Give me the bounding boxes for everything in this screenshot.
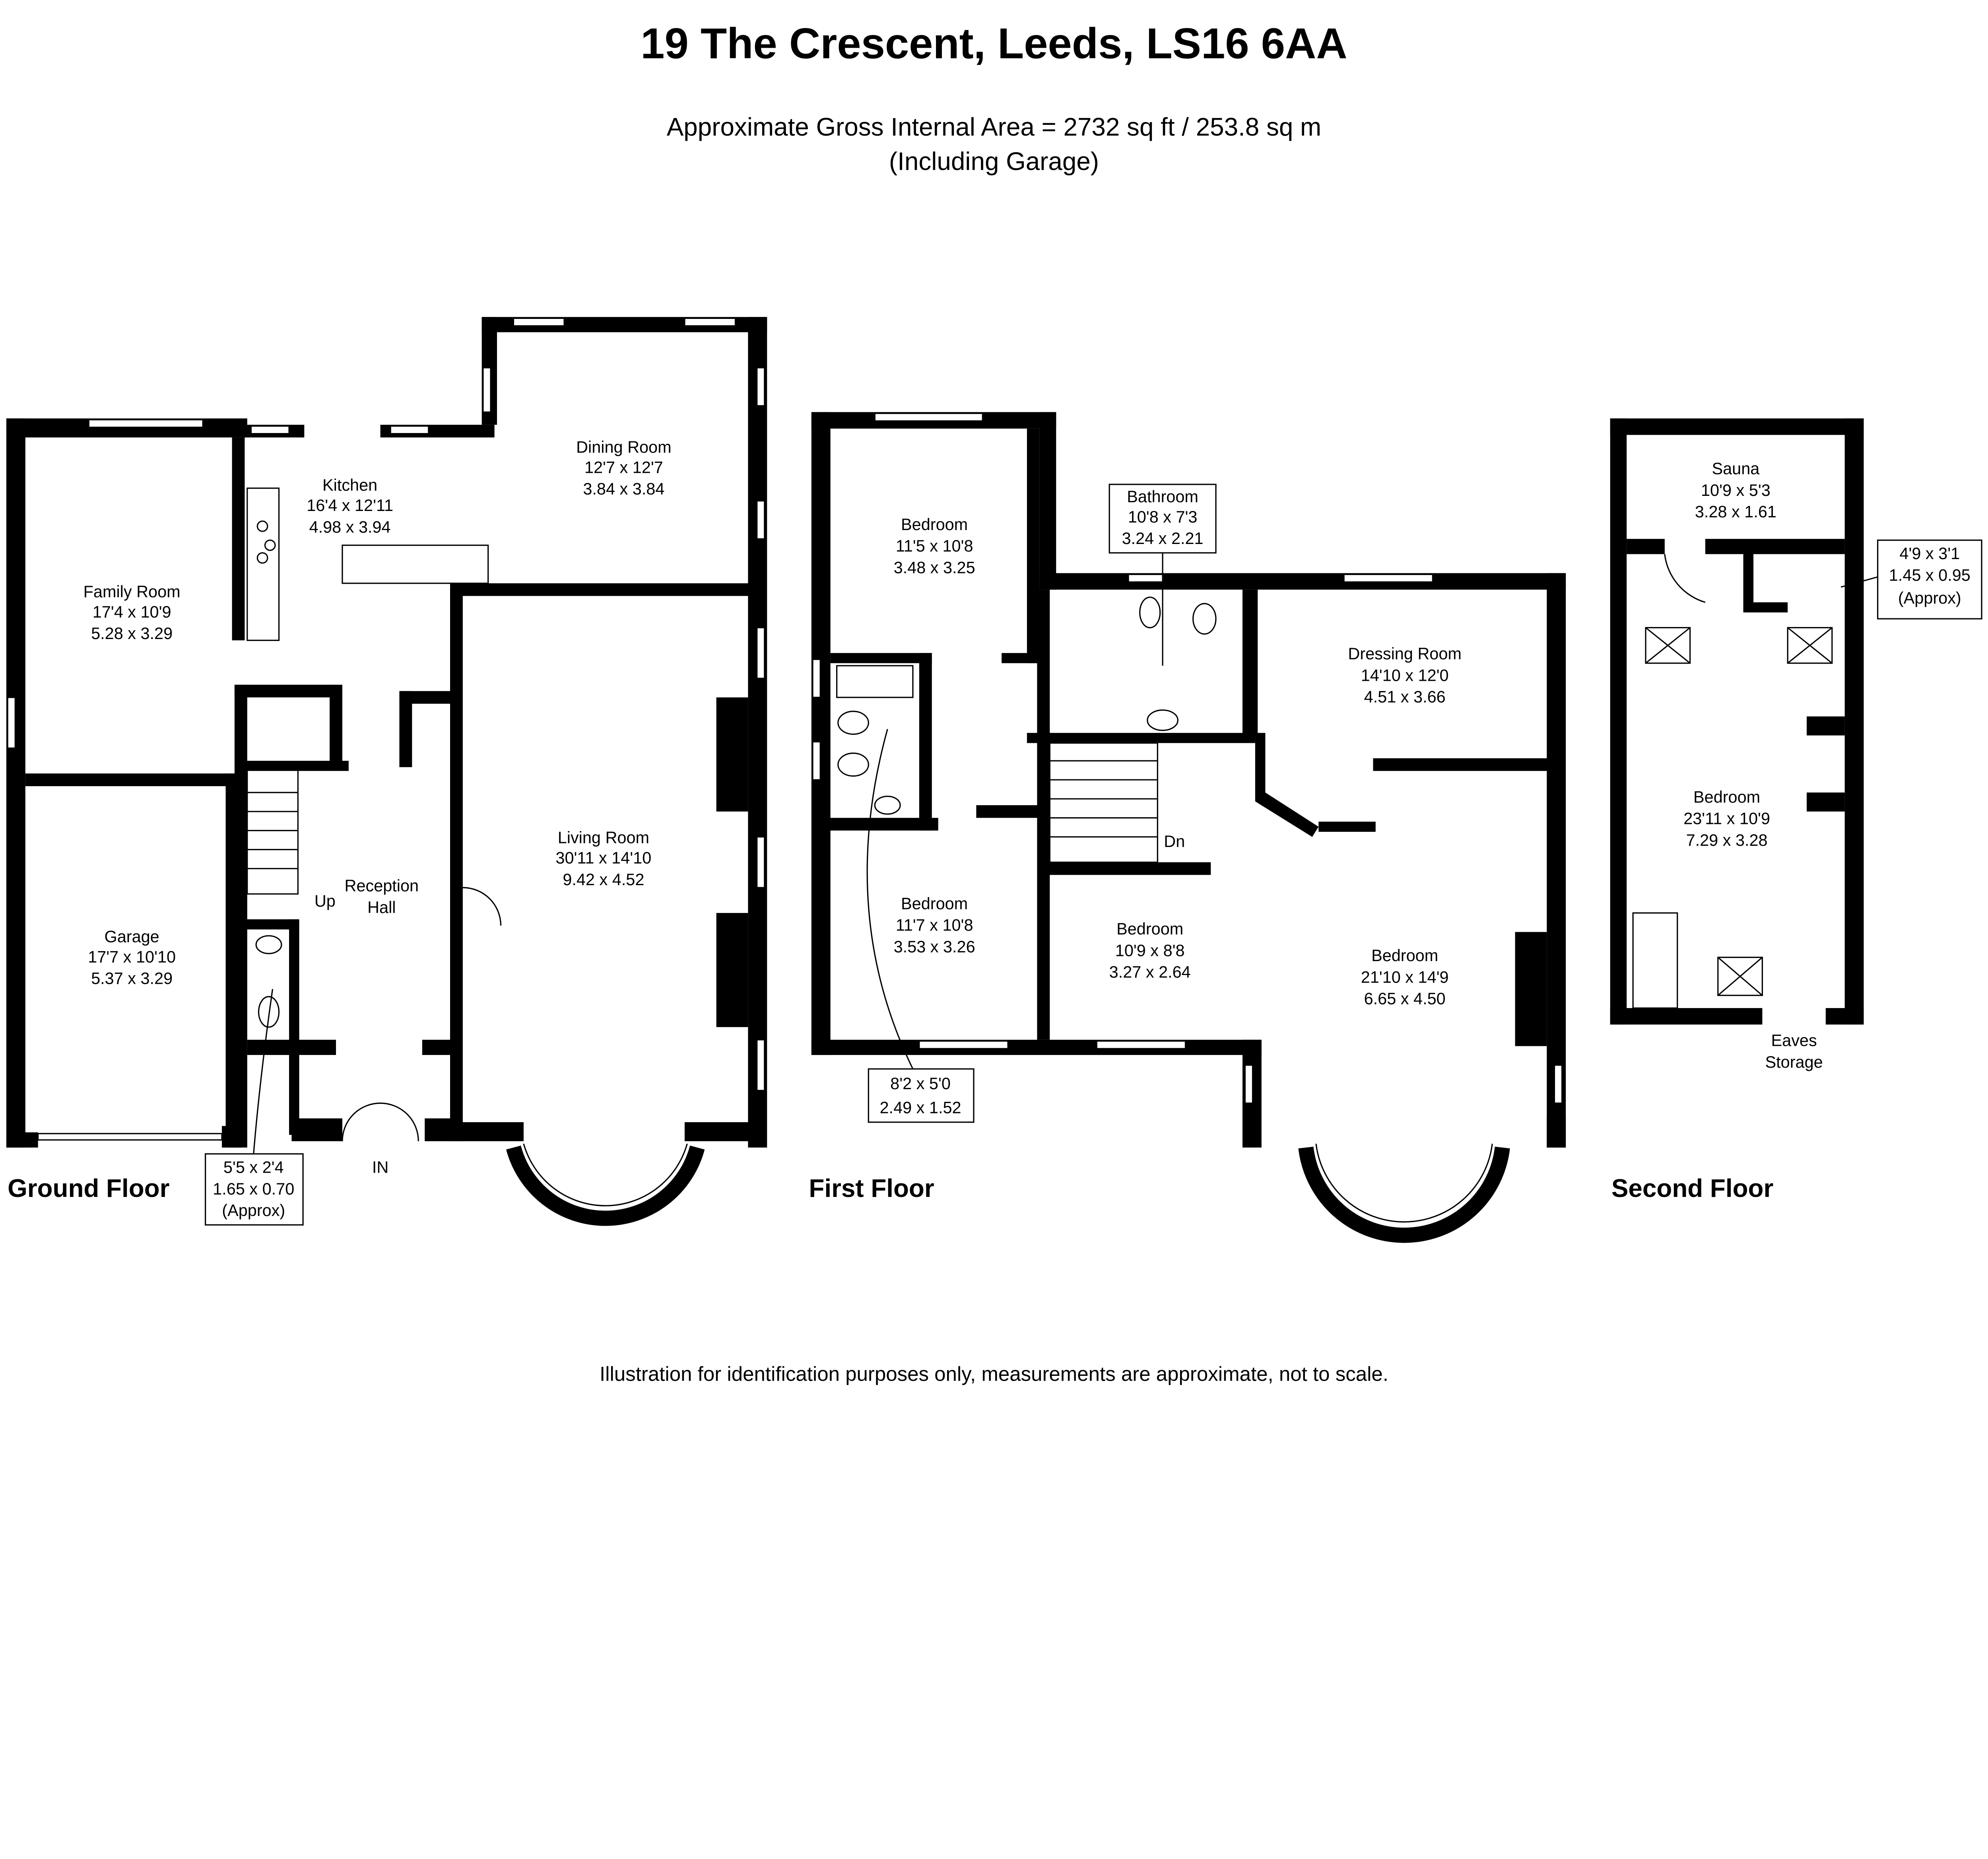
reception-hall-name: Reception <box>345 876 419 895</box>
bedroom-3-imperial: 10'9 x 8'8 <box>1115 941 1185 960</box>
eaves-storage-name: Eaves <box>1771 1031 1817 1050</box>
shower-metric: 1.45 x 0.95 <box>1889 565 1971 584</box>
entrance-label: IN <box>372 1158 388 1177</box>
dining-room-imperial: 12'7 x 12'7 <box>584 458 663 476</box>
bedroom-1-metric: 3.48 x 3.25 <box>894 558 975 577</box>
disclaimer: Illustration for identification purposes… <box>600 1363 1388 1385</box>
bedroom-1-name: Bedroom <box>901 515 968 534</box>
stairs-down-label: Dn <box>1164 832 1185 851</box>
wc-imperial: 5'5 x 2'4 <box>223 1158 284 1177</box>
sauna-metric: 3.28 x 1.61 <box>1695 502 1776 521</box>
ensuite-imperial: 8'2 x 5'0 <box>890 1074 951 1093</box>
ground-floor-label: Ground Floor <box>8 1174 169 1202</box>
garage-name: Garage <box>105 927 159 946</box>
dressing-room-name: Dressing Room <box>1348 644 1462 663</box>
shower-note: (Approx) <box>1898 589 1961 607</box>
ground-floor-plan <box>6 317 767 1226</box>
bedroom-3-metric: 3.27 x 2.64 <box>1109 963 1191 981</box>
ensuite-metric: 2.49 x 1.52 <box>880 1098 961 1117</box>
kitchen-metric: 4.98 x 3.94 <box>309 517 391 536</box>
gross-area: Approximate Gross Internal Area = 2732 s… <box>667 113 1321 141</box>
callout-first-ensuite: 8'2 x 5'0 2.49 x 1.52 <box>866 729 975 1123</box>
sauna-name: Sauna <box>1712 459 1760 478</box>
garage-metric: 5.37 x 3.29 <box>91 969 173 987</box>
room-labels: Family Room 17'4 x 10'9 5.28 x 3.29 Gara… <box>83 437 1823 1176</box>
bedroom-4-name: Bedroom <box>1371 946 1438 965</box>
callout-second-shower: 4'9 x 3'1 1.45 x 0.95 (Approx) <box>1840 539 1982 620</box>
first-floor-label: First Floor <box>809 1174 934 1202</box>
kitchen-name: Kitchen <box>322 476 377 494</box>
dressing-room-metric: 4.51 x 3.66 <box>1364 688 1446 706</box>
bedroom-4-imperial: 21'10 x 14'9 <box>1361 967 1449 986</box>
second-floor-plan <box>1610 418 1864 1025</box>
callout-ground-wc: 5'5 x 2'4 1.65 x 0.70 (Approx) <box>204 989 304 1226</box>
dressing-room-imperial: 14'10 x 12'0 <box>1361 666 1449 684</box>
family-room-metric: 5.28 x 3.29 <box>91 624 173 643</box>
callout-bathroom: Bathroom 10'8 x 7'3 3.24 x 2.21 <box>1109 484 1217 666</box>
stairs-up-label: Up <box>315 892 336 910</box>
kitchen-imperial: 16'4 x 12'11 <box>307 496 393 515</box>
bathroom-name: Bathroom <box>1127 487 1198 506</box>
living-room-name: Living Room <box>558 828 649 847</box>
bedroom-1-imperial: 11'5 x 10'8 <box>896 536 973 555</box>
reception-hall-name2: Hall <box>367 898 396 917</box>
eaves-storage-name2: Storage <box>1765 1053 1823 1071</box>
bedroom-5-metric: 7.29 x 3.28 <box>1686 831 1768 849</box>
floor-plan: 19 The Crescent, Leeds, LS16 6AA Approxi… <box>6 19 1982 1385</box>
family-room-name: Family Room <box>83 582 181 601</box>
bedroom-2-imperial: 11'7 x 10'8 <box>896 916 973 934</box>
first-floor-plan: Dn <box>811 412 1566 1243</box>
bedroom-2-metric: 3.53 x 3.26 <box>894 937 975 956</box>
garage-imperial: 17'7 x 10'10 <box>88 947 176 966</box>
bedroom-4-metric: 6.65 x 4.50 <box>1364 989 1446 1008</box>
living-room-imperial: 30'11 x 14'10 <box>555 849 651 867</box>
page-title: 19 The Crescent, Leeds, LS16 6AA <box>641 19 1347 68</box>
living-room-metric: 9.42 x 4.52 <box>563 870 644 889</box>
wc-metric: 1.65 x 0.70 <box>213 1179 294 1198</box>
second-floor-label: Second Floor <box>1611 1174 1773 1202</box>
bathroom-imperial: 10'8 x 7'3 <box>1128 507 1198 526</box>
bathroom-metric: 3.24 x 2.21 <box>1122 529 1204 548</box>
bedroom-5-imperial: 23'11 x 10'9 <box>1683 809 1770 828</box>
bedroom-5-name: Bedroom <box>1693 787 1760 806</box>
gross-area-note: (Including Garage) <box>889 147 1099 175</box>
shower-imperial: 4'9 x 3'1 <box>1899 544 1960 563</box>
wc-note: (Approx) <box>222 1201 285 1220</box>
dining-room-name: Dining Room <box>576 437 672 456</box>
bedroom-2-name: Bedroom <box>901 894 968 913</box>
sauna-imperial: 10'9 x 5'3 <box>1701 481 1771 499</box>
family-room-imperial: 17'4 x 10'9 <box>93 602 171 621</box>
bedroom-3-name: Bedroom <box>1116 919 1183 938</box>
dining-room-metric: 3.84 x 3.84 <box>583 480 664 498</box>
